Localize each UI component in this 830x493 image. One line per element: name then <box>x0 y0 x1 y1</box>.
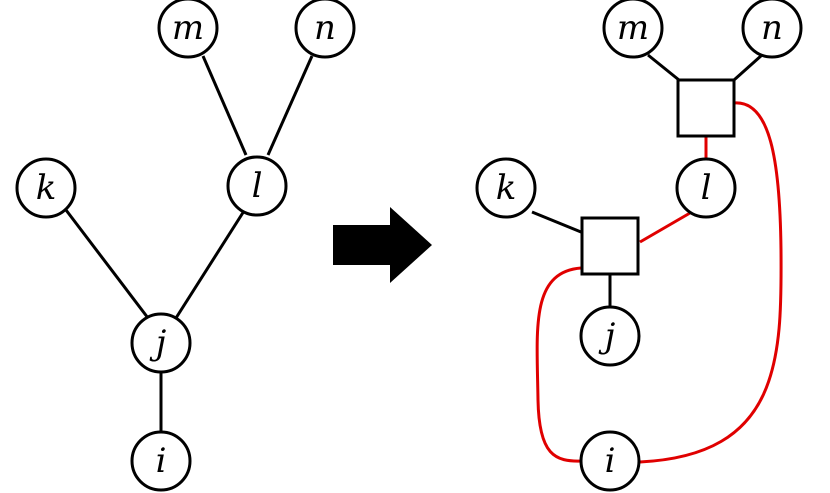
node-k-circle <box>475 157 537 219</box>
node-l-circle <box>675 157 737 219</box>
node-n-circle <box>294 0 356 59</box>
edge-l-factor-bottom <box>639 211 691 244</box>
node-i: i <box>579 430 641 492</box>
edge-k-j <box>64 209 150 319</box>
edge-n-l <box>266 55 314 156</box>
node-l: l <box>226 155 288 217</box>
node-m-label: m <box>172 8 204 48</box>
node-m-circle <box>157 0 219 59</box>
node-j-circle <box>130 312 192 374</box>
node-k-label: k <box>36 168 57 208</box>
right-arrow-icon <box>333 207 432 283</box>
node-m-label: m <box>617 8 649 48</box>
edge-n-factor-top <box>733 53 763 82</box>
edge-m-l <box>201 55 248 156</box>
node-m: m <box>602 0 664 59</box>
factor-node-bottom <box>580 216 640 276</box>
node-n: n <box>294 0 356 59</box>
node-m-circle <box>602 0 664 59</box>
node-l-circle <box>226 155 288 217</box>
node-n: n <box>741 0 803 59</box>
right-graph: m n k l j i <box>475 0 803 492</box>
edge-m-factor-top <box>647 53 680 82</box>
node-i-label: i <box>605 441 616 481</box>
node-n-circle <box>741 0 803 59</box>
node-k-circle <box>15 157 77 219</box>
left-graph: m n k l j i <box>15 0 356 492</box>
node-j: j <box>130 312 192 374</box>
node-n-label: n <box>314 8 336 48</box>
edge-factor-bottom-i <box>535 266 583 463</box>
node-k: k <box>475 157 537 219</box>
node-l: l <box>675 157 737 219</box>
edge-factor-top-i <box>639 101 783 464</box>
node-i-circle <box>579 430 641 492</box>
node-i-circle <box>130 430 192 492</box>
right-arrow-shape <box>333 207 432 283</box>
node-i-label: i <box>156 441 167 481</box>
edge-k-factor-bottom <box>531 210 582 234</box>
factor-node-top <box>676 78 736 138</box>
node-j-circle <box>579 305 641 367</box>
node-j: j <box>579 305 641 367</box>
edge-l-j <box>174 210 246 319</box>
node-k: k <box>15 157 77 219</box>
node-l-label: l <box>701 168 712 208</box>
node-l-label: l <box>252 166 263 206</box>
node-k-label: k <box>496 168 517 208</box>
node-i: i <box>130 430 192 492</box>
node-m: m <box>157 0 219 59</box>
node-n-label: n <box>761 8 783 48</box>
